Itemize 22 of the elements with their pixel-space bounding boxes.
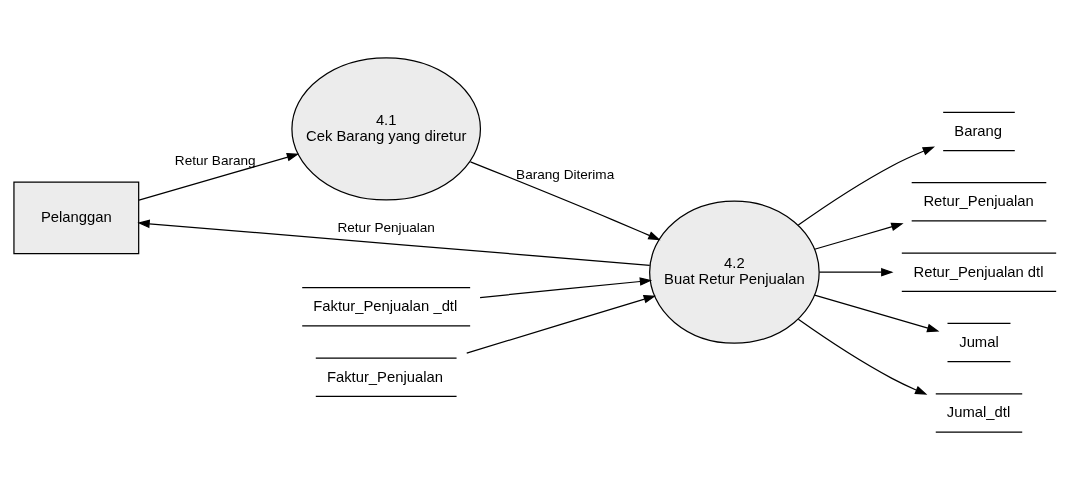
arrow	[813, 294, 940, 332]
node-ellipse: 4.1 Cek Barang yang diretur	[291, 56, 482, 201]
node-box: Pelanggan	[13, 180, 140, 254]
node-text: Retur_Penjualan dtl	[913, 263, 1044, 280]
edge-label: Retur Penjualan	[337, 219, 435, 235]
node-text: Barang	[954, 122, 1003, 139]
node-text: Retur_Penjualan	[923, 192, 1034, 209]
arrow	[137, 219, 651, 266]
edge-label: Barang Diterima	[516, 166, 615, 182]
arrow	[813, 222, 904, 250]
arrow	[466, 294, 656, 354]
arrow	[138, 152, 300, 201]
edge-label: Retur Barang	[174, 152, 256, 168]
node-text: Jumal	[959, 333, 999, 350]
arrow	[479, 276, 653, 298]
node-text: Faktur_Penjualan _dtl	[313, 297, 458, 314]
node-text: Faktur_Penjualan	[326, 368, 443, 385]
node-text: Jumal_dtl	[946, 403, 1011, 420]
arrow	[797, 146, 935, 226]
arrow	[797, 318, 928, 395]
arrow	[469, 160, 661, 240]
arrow	[818, 267, 894, 277]
